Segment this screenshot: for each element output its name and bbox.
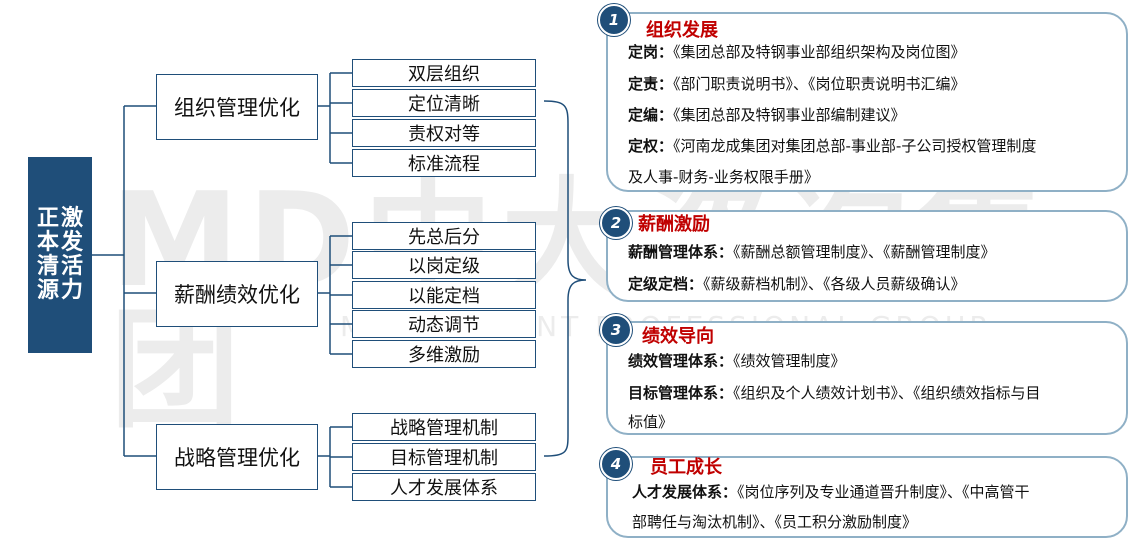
card-line: 绩效管理体系：《绩效管理制度》 [628,352,846,370]
leaf-node: 以岗定级 [352,251,536,279]
number-badge: 1 [598,4,630,36]
card-line: 部聘任与淘汰机制》、《员工积分激励制度》 [632,513,918,531]
leaf-node: 标准流程 [352,149,536,177]
root-char: 清 [36,254,59,279]
card-line: 定权：《河南龙成集团对集团总部-事业部-子公司授权管理制度 [628,137,1037,155]
card-title: 员工成长 [650,457,722,478]
root-char: 力 [61,278,84,303]
leaf-node: 动态调节 [352,310,536,338]
card-line: 目标管理体系：《组织及个人绩效计划书》、《组织绩效指标与目 [628,384,1041,402]
root-char: 发 [61,230,84,255]
card-employee-growth: 人才发展体系：《岗位序列及专业通道晋升制度》、《中高管干 部聘任与淘汰机制》、《… [606,456,1128,538]
card-line: 定编：《集团总部及特钢事业部编制建议》 [628,106,906,124]
leaf-node: 人才发展体系 [352,473,536,501]
number-badge: 3 [600,314,632,346]
leaf-node: 以能定档 [352,281,536,309]
leaf-node: 责权对等 [352,119,536,147]
card-line: 及人事-财务-业务权限手册》 [628,168,819,186]
leaf-node: 定位清晰 [352,89,536,117]
card-line: 人才发展体系：《岗位序列及专业通道晋升制度》、《中高管干 [632,483,1030,501]
branch-strategy-management: 战略管理优化 [156,424,318,490]
branch-compensation-performance: 薪酬绩效优化 [156,261,318,327]
root-char: 正 [36,206,59,231]
card-performance-orientation: 绩效管理体系：《绩效管理制度》 目标管理体系：《组织及个人绩效计划书》、《组织绩… [606,321,1128,435]
root-column-1: 激 发 活 力 [61,207,83,303]
card-line: 定岗：《集团总部及特钢事业部组织架构及岗位图》 [628,43,966,61]
root-node: 正 本 清 源 激 发 活 力 [28,157,92,353]
card-title: 组织发展 [646,20,718,41]
card-org-development: 定岗：《集团总部及特钢事业部组织架构及岗位图》 定责：《部门职责说明书》、《岗位… [606,12,1128,192]
leaf-node: 目标管理机制 [352,443,536,471]
root-column-2: 正 本 清 源 [37,207,59,303]
card-line: 薪酬管理体系：《薪酬总额管理制度》、《薪酬管理制度》 [628,243,996,261]
number-badge: 2 [600,207,632,239]
branch-org-management: 组织管理优化 [156,74,318,140]
card-compensation-incentive: 薪酬管理体系：《薪酬总额管理制度》、《薪酬管理制度》 定级定档：《薪级薪档机制》… [606,210,1128,302]
root-char: 源 [36,278,59,303]
card-title: 绩效导向 [642,326,714,347]
leaf-node: 战略管理机制 [352,413,536,441]
card-line: 标值》 [628,413,674,431]
card-line: 定责：《部门职责说明书》、《岗位职责说明书汇编》 [628,75,966,93]
card-title: 薪酬激励 [638,214,710,235]
root-char: 本 [36,230,59,255]
root-char: 激 [61,206,84,231]
leaf-node: 先总后分 [352,222,536,250]
card-line: 定级定档：《薪级薪档机制》、《各级人员薪级确认》 [628,275,966,293]
root-char: 活 [61,254,84,279]
leaf-node: 多维激励 [352,340,536,368]
number-badge: 4 [600,448,632,480]
leaf-node: 双层组织 [352,59,536,87]
